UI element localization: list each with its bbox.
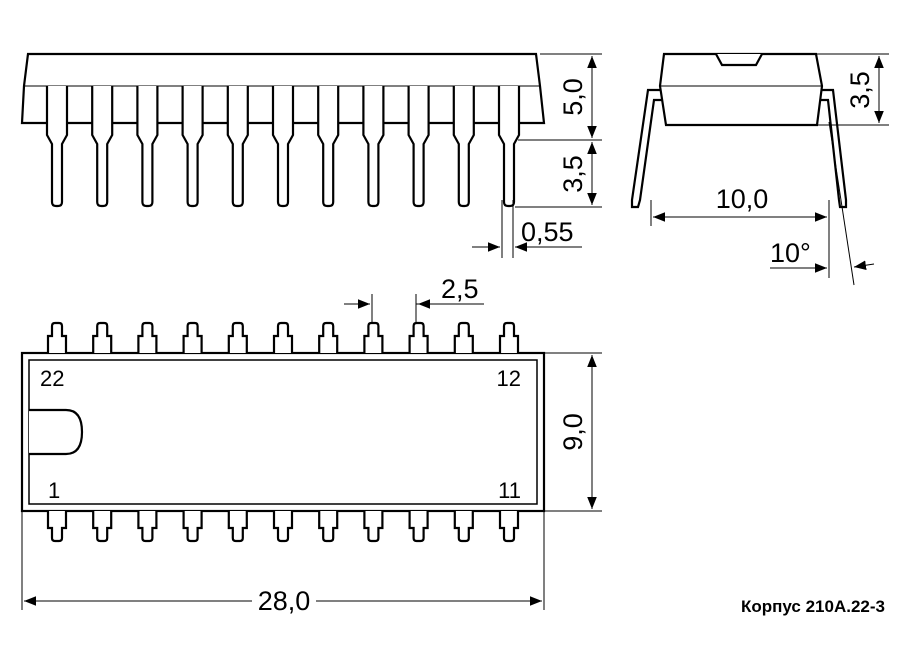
top-view: 22 12 1 11 2,5 9,0 28,0	[20, 274, 602, 616]
side-view-lead	[271, 86, 295, 208]
lead-length-label: 3,5	[558, 155, 588, 193]
top-row-pin	[363, 321, 384, 353]
pin1-notch	[29, 408, 84, 456]
top-row-pin	[137, 321, 158, 353]
pitch-label: 2,5	[441, 274, 479, 304]
side-view-lead	[317, 86, 340, 208]
bottom-row-pin	[272, 511, 294, 543]
bottom-row-pin	[46, 511, 68, 543]
top-view-pins	[46, 321, 520, 543]
top-row-pin	[92, 321, 113, 353]
angle-arrow	[853, 260, 875, 270]
side-view-lead	[226, 86, 249, 208]
side-view-lead	[91, 86, 114, 208]
side-view-lead	[45, 86, 69, 208]
bottom-row-pin	[182, 511, 203, 543]
side-view-leads	[45, 86, 521, 208]
side-view-lead	[136, 86, 159, 208]
top-row-pin	[318, 321, 339, 353]
end-view-notch	[715, 53, 763, 67]
side-view-lead	[181, 86, 204, 208]
pin-label-11: 11	[498, 478, 521, 503]
side-body-height-label: 5,0	[558, 78, 588, 116]
end-view-right-lead	[815, 88, 848, 209]
bottom-row-pin	[137, 511, 158, 543]
pin-label-12: 12	[497, 366, 521, 391]
side-view-lead	[407, 86, 430, 208]
angle-ext-line	[828, 121, 855, 286]
top-row-pin	[453, 321, 474, 353]
top-row-pin	[408, 321, 429, 353]
bottom-row-pin	[92, 511, 113, 543]
bottom-row-pin	[453, 511, 474, 543]
top-row-pin	[498, 321, 520, 353]
bottom-row-pin	[363, 511, 384, 543]
end-view: 3,5 10,0 10°	[630, 52, 889, 286]
bottom-row-pin	[227, 511, 248, 543]
length-label: 28,0	[258, 586, 311, 616]
lead-width-label: 0,55	[521, 217, 574, 247]
top-view-body	[20, 351, 546, 513]
side-view: 5,0 3,5 0,55	[20, 52, 602, 258]
top-row-pin	[272, 321, 294, 353]
lead-angle-label: 10°	[770, 238, 811, 268]
pin-label-1: 1	[48, 478, 60, 503]
bottom-row-pin	[408, 511, 429, 543]
bottom-row-pin	[318, 511, 339, 543]
package-caption: Корпус 210А.22-3	[741, 597, 885, 616]
side-view-lead	[362, 86, 385, 208]
top-row-pin	[227, 321, 248, 353]
top-row-pin	[46, 321, 68, 353]
pin-label-22: 22	[40, 366, 64, 391]
end-body-height-label: 3,5	[845, 71, 875, 109]
row-spacing-label: 10,0	[716, 184, 769, 214]
top-row-pin	[182, 321, 203, 353]
side-view-lead	[452, 86, 475, 208]
width-label: 9,0	[558, 413, 588, 451]
bottom-row-pin	[498, 511, 520, 543]
side-view-lead	[497, 86, 521, 208]
end-view-left-lead	[630, 88, 666, 209]
